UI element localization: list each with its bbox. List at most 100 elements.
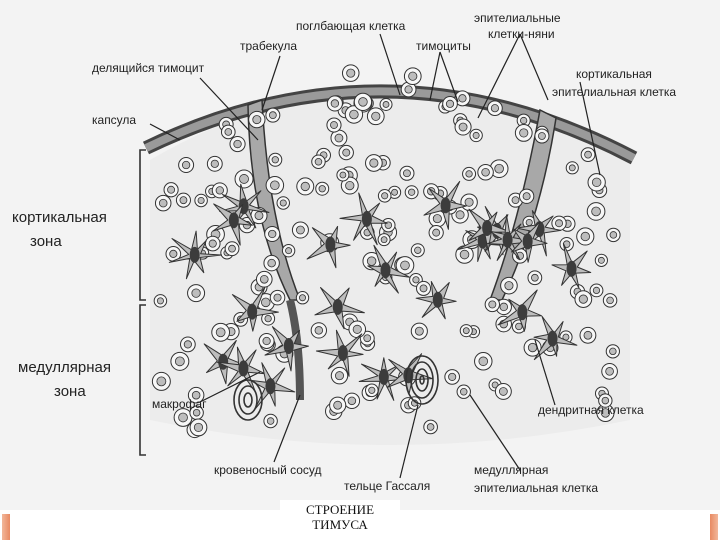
label-trabecula: трабекула xyxy=(240,39,297,53)
thymocyte-nucleus xyxy=(419,284,428,293)
thymocyte-nucleus xyxy=(228,244,236,253)
thymocyte-nucleus xyxy=(273,293,282,302)
thymocyte-nucleus xyxy=(584,150,592,159)
thymocyte-nucleus xyxy=(481,167,490,177)
epithelial-cell-nucleus xyxy=(337,345,348,362)
thymocyte-nucleus xyxy=(414,246,422,254)
thymocyte-nucleus xyxy=(208,239,217,248)
label-blood-vessel: кровеносный сосуд xyxy=(214,463,322,477)
label-hassall-body: тельце Гассаля xyxy=(344,479,430,493)
thymocyte-nucleus xyxy=(262,336,271,346)
thymocyte-nucleus xyxy=(465,170,473,178)
epithelial-cell-nucleus xyxy=(361,210,372,227)
thymocyte-nucleus xyxy=(330,99,340,108)
thymocyte-nucleus xyxy=(597,256,605,264)
thymocyte-nucleus xyxy=(472,131,480,139)
thymocyte-nucleus xyxy=(174,356,185,367)
thymocyte-nucleus xyxy=(400,260,410,271)
epithelial-cell-nucleus xyxy=(547,330,558,347)
thymocyte-nucleus xyxy=(342,148,351,157)
thymocyte-nucleus xyxy=(408,188,416,196)
label-epithelial-cells-2: клетки-няни xyxy=(488,27,555,41)
thymocyte-nucleus xyxy=(404,85,413,94)
thymocyte-nucleus xyxy=(197,196,205,204)
thymocyte-nucleus xyxy=(381,192,389,200)
thymocyte-nucleus xyxy=(462,327,470,335)
thymocyte-nucleus xyxy=(299,294,307,302)
thymocyte-nucleus xyxy=(609,347,617,356)
thymocyte-nucleus xyxy=(448,372,457,381)
thymocyte-nucleus xyxy=(527,342,538,353)
thymocyte-nucleus xyxy=(592,286,601,294)
thymocyte-nucleus xyxy=(191,288,201,298)
caption-line-2: ТИМУСА xyxy=(312,517,368,532)
leader-lines xyxy=(149,33,601,479)
thymocyte-nucleus xyxy=(169,249,178,258)
thymocyte-nucleus xyxy=(352,324,362,334)
thymocyte-nucleus xyxy=(191,390,201,400)
thymocyte-nucleus xyxy=(522,192,531,201)
thymocyte-nucleus xyxy=(458,94,467,103)
thymocyte-nucleus xyxy=(525,218,533,227)
thymocyte-nucleus xyxy=(179,196,188,205)
thymocyte-nucleus xyxy=(591,177,602,188)
epithelial-cell-nucleus xyxy=(566,260,577,277)
thymocyte-nucleus xyxy=(583,330,593,340)
thymocyte-nucleus xyxy=(267,258,276,268)
thymocyte-nucleus xyxy=(488,300,497,309)
thymocyte-nucleus xyxy=(369,158,379,168)
thymocyte-nucleus xyxy=(192,408,201,417)
thymocyte-nucleus xyxy=(537,132,546,140)
thymocyte-nucleus xyxy=(601,396,610,405)
right-accent-bar xyxy=(710,514,718,540)
epithelial-cell-nucleus xyxy=(325,236,336,253)
thymocyte-nucleus xyxy=(531,273,539,282)
thymocyte-nucleus xyxy=(239,174,249,184)
epithelial-cell-nucleus xyxy=(432,291,443,308)
thymocyte-nucleus xyxy=(300,181,310,192)
epithelial-cell-nucleus xyxy=(228,212,239,229)
epithelial-cell-nucleus xyxy=(283,337,294,354)
thymocyte-nucleus xyxy=(459,249,470,260)
thymocyte-nucleus xyxy=(426,423,435,431)
thymocyte-nucleus xyxy=(178,412,188,423)
thymocyte-nucleus xyxy=(363,334,372,343)
thymocyte-nucleus xyxy=(605,367,614,376)
thymocyte-nucleus xyxy=(498,387,508,396)
epithelial-cell-nucleus xyxy=(238,360,249,377)
thymocyte-nucleus xyxy=(261,297,271,308)
thymocyte-nucleus xyxy=(224,128,233,136)
thymocyte-nucleus xyxy=(432,228,441,237)
thymocyte-nucleus xyxy=(156,297,164,305)
label-medullary-zone: медуллярная xyxy=(18,359,111,376)
thymocyte-nucleus xyxy=(358,97,368,107)
thymocyte-nucleus xyxy=(519,128,529,138)
label-macrophage: макрофаг xyxy=(152,397,207,411)
thymocyte-nucleus xyxy=(215,327,226,338)
thymocyte-nucleus xyxy=(368,386,376,394)
thymocyte-nucleus xyxy=(314,326,324,335)
cortical-zone-bracket xyxy=(139,149,146,301)
thymocyte-nucleus xyxy=(609,231,618,239)
thymocyte-nucleus xyxy=(268,229,277,239)
thymocyte-nucleus xyxy=(349,109,359,120)
thymocyte-nucleus xyxy=(266,417,275,425)
thymocyte-nucleus xyxy=(414,326,424,336)
thymocyte-nucleus xyxy=(270,180,280,191)
epithelial-cell-nucleus xyxy=(189,246,200,263)
thymocyte-nucleus xyxy=(490,104,499,113)
thymocyte-nucleus xyxy=(382,101,390,108)
thymocyte-nucleus xyxy=(156,376,167,387)
label-cortical-epithelial: кортикальная xyxy=(576,67,652,81)
thymocyte-nucleus xyxy=(233,139,242,149)
label-dendritic-cell: дендритная клетка xyxy=(538,403,644,417)
epithelial-cell-nucleus xyxy=(440,197,451,214)
cell-layer xyxy=(151,64,621,439)
epithelial-cell-nucleus xyxy=(265,378,276,395)
thymocyte-nucleus xyxy=(371,111,381,121)
thymocyte-nucleus xyxy=(458,122,468,132)
thymocyte-nucleus xyxy=(600,408,611,418)
thymocyte-nucleus xyxy=(380,236,388,244)
thymocyte-nucleus xyxy=(296,225,305,235)
